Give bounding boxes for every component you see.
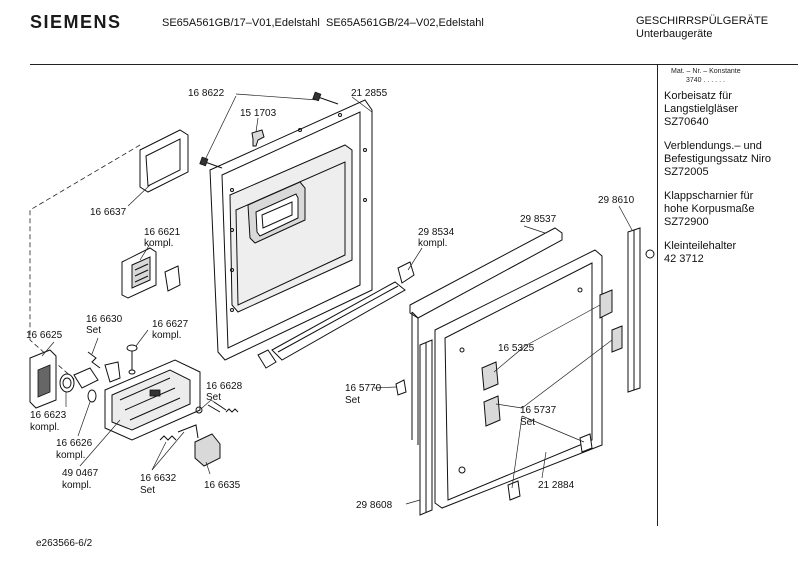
spring-16-6630 [87, 351, 121, 383]
label-166621: 16 6621 [144, 227, 181, 238]
kit-1-line-3: SZ70640 [664, 116, 709, 128]
label-166635: 16 6635 [204, 480, 241, 491]
handle-16-6625 [29, 349, 57, 409]
ring-16-6623 [59, 373, 75, 393]
label-168622: 16 8622 [188, 88, 225, 99]
label-298537: 29 8537 [520, 214, 557, 225]
kit-1-line-2: Langstielgläser [664, 103, 738, 115]
kit-2-line-3: SZ72005 [664, 166, 709, 178]
model-number-2: SE65A561GB/24–V02,Edelstahl [326, 17, 484, 29]
model-number-1: SE65A561GB/17–V01,Edelstahl [162, 17, 320, 29]
brand-logo: SIEMENS [30, 12, 122, 32]
label-166626-kompl: kompl. [56, 450, 85, 461]
drawing-code: e263566-6/2 [36, 538, 93, 549]
front-panel [434, 249, 623, 509]
cam-16-6626 [73, 367, 99, 403]
label-166621-kompl: kompl. [144, 238, 173, 249]
cover-kompl [121, 247, 181, 299]
sidebar-kits: Korbeisatz für Langstielgläser SZ70640 V… [664, 90, 796, 277]
sidebar-divider [657, 64, 658, 526]
door-lock-assembly [104, 359, 201, 441]
label-166627-kompl: kompl. [152, 330, 181, 341]
label-166630: 16 6630 [86, 314, 123, 325]
sidebar-header-line-2: 3740 . . . . . . [686, 77, 725, 84]
label-165325: 16 5325 [498, 343, 535, 354]
category-title: GESCHIRRSPÜLGERÄTE [636, 15, 769, 27]
pin-16-6627 [126, 344, 138, 375]
label-166630-set: Set [86, 325, 101, 336]
kit-4: Kleinteilehalter 42 3712 [664, 240, 796, 266]
label-166628-set: Set [206, 392, 221, 403]
dashed-guide [29, 144, 141, 381]
kit-2-line-1: Verblendungs.– und [664, 140, 762, 152]
label-166628: 16 6628 [206, 381, 243, 392]
label-165737-set: Set [520, 417, 535, 428]
kit-2-line-2: Befestigungssatz Niro [664, 153, 771, 165]
outer-panel [409, 227, 563, 445]
label-166632: 16 6632 [140, 473, 177, 484]
label-166626: 16 6626 [56, 438, 93, 449]
springs-16-6632 [159, 424, 199, 441]
label-166637: 16 6637 [90, 207, 127, 218]
label-166625: 16 6625 [26, 330, 63, 341]
label-165737: 16 5737 [520, 405, 557, 416]
kit-3-line-1: Klappscharnier für [664, 190, 754, 202]
side-strip-right [627, 227, 655, 393]
bottom-rail [257, 261, 415, 369]
label-166623: 16 6623 [30, 410, 67, 421]
label-298608: 29 8608 [356, 500, 393, 511]
label-298534: 29 8534 [418, 227, 455, 238]
kit-3-line-3: SZ72900 [664, 216, 709, 228]
kit-4-line-2: 42 3712 [664, 253, 704, 265]
kit-4-line-1: Kleinteilehalter [664, 240, 737, 252]
label-212884: 21 2884 [538, 480, 575, 491]
inner-door-panel [209, 99, 373, 361]
label-298534-kompl: kompl. [418, 238, 447, 249]
header-rule [30, 64, 798, 65]
kit-3-line-2: hohe Korpusmaße [664, 203, 755, 215]
kit-3: Klappscharnier für hohe Korpusmaße SZ729… [664, 190, 796, 229]
kit-1-line-1: Korbeisatz für [664, 90, 732, 102]
label-165770: 16 5770 [345, 383, 382, 394]
label-298610: 29 8610 [598, 195, 635, 206]
clip-bottom [507, 433, 593, 501]
side-strip-left [419, 339, 433, 516]
part-labels: 16 8622 21 2855 15 1703 16 6637 16 6621 … [26, 88, 635, 511]
label-490467: 49 0467 [62, 468, 99, 479]
label-490467-kompl: kompl. [62, 480, 91, 491]
screw-lower [199, 156, 223, 169]
label-151703: 15 1703 [240, 108, 277, 119]
switch-16-6635 [194, 433, 221, 467]
leader-lines [41, 93, 633, 505]
label-166632-set: Set [140, 485, 155, 496]
kit-2: Verblendungs.– und Befestigungssatz Niro… [664, 140, 796, 179]
clip-165770 [395, 379, 407, 396]
sidebar-header-line-1: Mat. – Nr. – Konstante [671, 68, 741, 75]
label-212855: 21 2855 [351, 88, 388, 99]
category-subtitle: Unterbaugeräte [636, 28, 713, 40]
label-166623-kompl: kompl. [30, 422, 59, 433]
label-166627: 16 6627 [152, 319, 189, 330]
screw-upper [312, 91, 339, 105]
kit-1: Korbeisatz für Langstielgläser SZ70640 [664, 90, 796, 129]
fixing-clip [251, 129, 265, 147]
window-frame [139, 129, 189, 193]
label-165770-set: Set [345, 395, 360, 406]
